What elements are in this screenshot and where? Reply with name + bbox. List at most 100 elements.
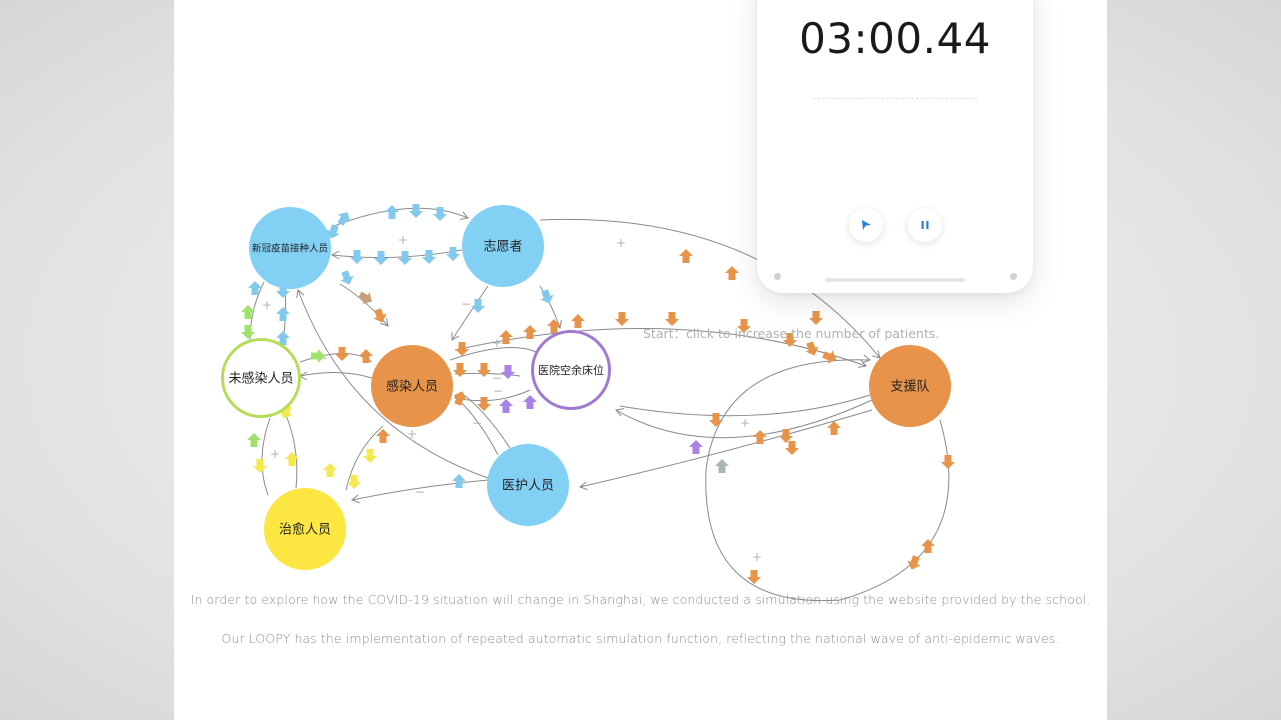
signal-arrow-orange <box>571 314 585 328</box>
minus-sign: − <box>492 371 502 385</box>
minus-sign: − <box>472 416 482 430</box>
node-vaccinated[interactable]: 新冠疫苗接种人员 <box>249 207 331 289</box>
signal-arrow-orange <box>753 430 767 444</box>
signal-arrow-orange <box>615 312 629 326</box>
signal-arrow-blue <box>398 251 412 265</box>
corner-dot-left <box>774 273 781 280</box>
node-circle <box>221 338 301 418</box>
signal-arrow-green <box>311 349 325 363</box>
edge-arrowhead <box>296 289 305 299</box>
caption-line-2: Our LOOPY has the implementation of repe… <box>221 631 1060 646</box>
signal-arrow-blue <box>446 247 460 261</box>
signal-arrow-blue <box>374 251 388 265</box>
corner-dot-right <box>1010 273 1017 280</box>
edge-inf-uninf <box>299 371 373 379</box>
caption-line-1: In order to explore how the COVID-19 sit… <box>190 592 1091 607</box>
edge-arrowhead <box>579 481 588 491</box>
node-label: 志愿者 <box>483 240 522 255</box>
signal-arrow-orange <box>907 555 921 570</box>
edge-support-beds <box>615 399 873 439</box>
node-circle <box>487 444 569 526</box>
signal-arrow-blue <box>471 299 485 313</box>
edge-arrowhead <box>330 250 340 260</box>
signal-arrow-blue <box>248 281 262 295</box>
node-label: 支援队 <box>890 380 929 395</box>
edge-vac-vol-top <box>333 207 469 227</box>
plus-sign: + <box>740 416 750 430</box>
signal-arrow-tan <box>358 291 373 305</box>
node-support-team[interactable]: 支援队 <box>869 345 951 427</box>
node-infected[interactable]: 感染人员 <box>371 345 453 427</box>
edge-arrowhead <box>451 331 460 341</box>
node-volunteers[interactable]: 志愿者 <box>462 205 544 287</box>
signal-arrow-blue <box>276 331 290 345</box>
node-cured[interactable]: 治愈人员 <box>264 488 346 570</box>
signal-arrow-yellow <box>253 459 267 473</box>
node-label: 新冠疫苗接种人员 <box>252 243 328 255</box>
node-circle <box>249 207 331 289</box>
edge-vol-support <box>539 218 881 359</box>
play-button[interactable] <box>849 208 883 242</box>
signal-arrow-orange <box>547 319 561 333</box>
signal-arrow-blue <box>433 207 447 221</box>
plus-sign: + <box>492 336 502 350</box>
signal-arrow-green <box>241 325 255 339</box>
signal-arrow-blue <box>350 250 364 264</box>
node-circle <box>869 345 951 427</box>
signal-arrow-purple <box>499 399 513 413</box>
signal-arrow-yellow <box>347 475 361 489</box>
edge-med-vac <box>297 289 489 479</box>
edge-arrowhead <box>351 494 360 504</box>
signal-arrow-orange <box>785 441 799 455</box>
signal-arrow-orange <box>453 391 467 406</box>
signal-arrow-orange <box>477 363 491 377</box>
pause-button[interactable] <box>908 208 942 242</box>
signal-arrow-orange <box>737 319 751 333</box>
signal-arrow-green <box>241 305 255 319</box>
plus-sign: + <box>407 427 417 441</box>
edge-med-inf-2 <box>459 391 511 449</box>
signal-arrow-orange <box>523 325 537 339</box>
signal-arrow-yellow <box>279 404 293 419</box>
signal-arrow-orange <box>373 308 387 323</box>
signal-arrow-purple <box>523 395 537 409</box>
minus-sign: − <box>318 351 328 365</box>
signal-arrow-gray <box>715 459 729 473</box>
signal-arrow-orange <box>809 311 823 325</box>
plus-sign: + <box>262 298 272 312</box>
signal-arrow-orange <box>941 455 955 469</box>
node-uninfected[interactable]: 未感染人员 <box>221 338 301 418</box>
edge-inf-beds-top <box>449 347 537 361</box>
signal-arrow-orange <box>783 333 797 347</box>
signal-arrow-orange <box>679 249 693 263</box>
edge-arrowhead <box>459 211 469 220</box>
edge-med-cured <box>351 479 489 501</box>
edge-sign-layer: ++++++++−−−−−− <box>262 233 762 564</box>
edge-support-loop <box>705 359 950 602</box>
edge-arrowhead <box>615 408 625 417</box>
edge-vol-vac-mid <box>331 249 463 259</box>
signal-arrow-yellow <box>323 463 337 477</box>
plus-sign: + <box>270 447 280 461</box>
signal-arrow-orange <box>779 429 793 443</box>
signal-arrow-purple <box>501 365 515 379</box>
node-hospital-beds[interactable]: 医院空余床位 <box>531 330 611 410</box>
signal-arrow-orange <box>499 330 513 344</box>
signal-arrow-orange <box>477 397 491 411</box>
minus-sign: − <box>415 485 425 499</box>
signal-arrow-orange <box>709 413 723 427</box>
node-label: 感染人员 <box>386 379 438 395</box>
plus-sign: + <box>752 550 762 564</box>
edge-uninf-cured-a <box>261 417 271 496</box>
play-icon <box>862 220 871 230</box>
signal-arrow-purple <box>689 440 703 454</box>
minus-sign: − <box>461 297 471 311</box>
node-circle <box>462 205 544 287</box>
node-label: 未感染人员 <box>228 371 293 387</box>
signal-arrow-orange <box>665 312 679 326</box>
edge-support-med <box>579 409 873 488</box>
node-medical-staff[interactable]: 医护人员 <box>487 444 569 526</box>
signal-arrow-orange <box>455 342 469 356</box>
